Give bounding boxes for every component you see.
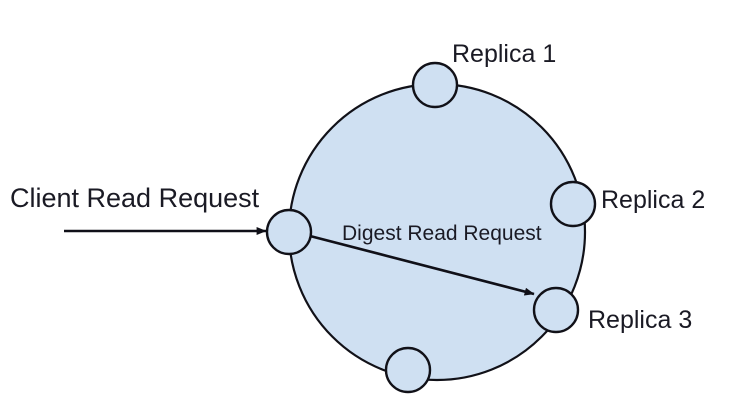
replica-1-label: Replica 1 [452, 40, 556, 68]
coordinator-node[interactable] [265, 208, 313, 256]
client-read-request-label: Client Read Request [10, 183, 260, 213]
replica-1-node[interactable] [411, 61, 459, 109]
replica-bottom-node[interactable] [384, 346, 432, 394]
replica-2-node[interactable] [549, 180, 597, 228]
replica-2-label: Replica 2 [601, 186, 705, 214]
digest-read-request-label: Digest Read Request [342, 222, 542, 245]
replica-3-label: Replica 3 [588, 306, 692, 334]
replica-3-node[interactable] [532, 286, 580, 334]
digest-read-request-arrow [309, 234, 535, 296]
